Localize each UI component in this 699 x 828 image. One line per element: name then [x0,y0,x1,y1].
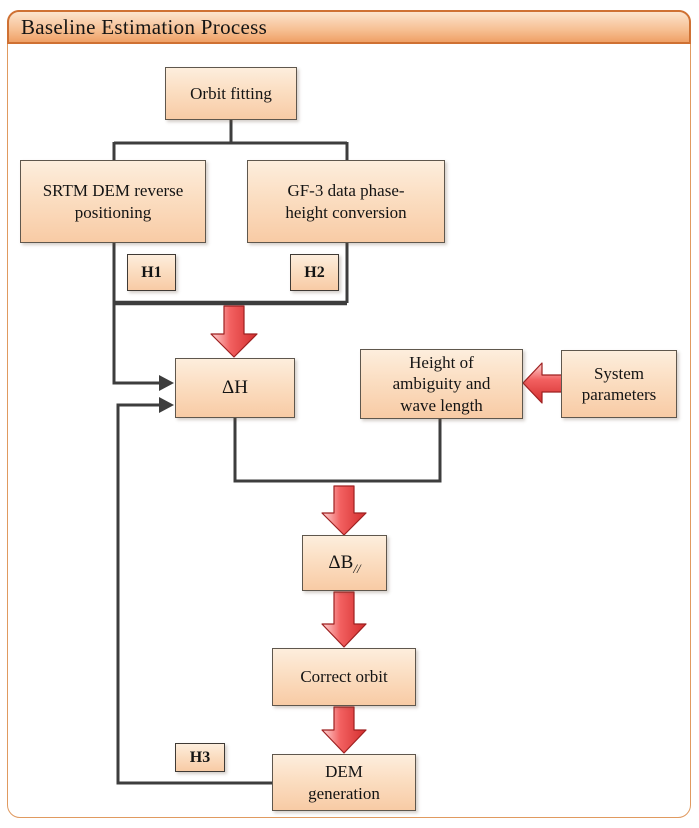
node-height-of-ambiguity: Height of ambiguity and wave length [360,349,523,419]
node-orbit-fitting-label: Orbit fitting [190,83,272,103]
node-h1-label: H1 [141,263,162,281]
node-delta-h: ΔH [175,358,295,418]
title-bar: Baseline Estimation Process [7,10,691,44]
node-orbit-fitting: Orbit fitting [165,67,297,120]
node-h3: H3 [175,743,225,772]
node-h3-label: H3 [189,748,211,766]
node-dem-generation: DEM generation [272,754,416,811]
node-h2: H2 [290,254,339,291]
connector-feedback-dem-to-delta-h [116,403,272,785]
node-srtm-dem-reverse-positioning: SRTM DEM reverse positioning [20,160,206,243]
node-system-parameters-label: System parameters [581,363,657,404]
block-arrow-left-system-params-icon [522,362,564,404]
node-dem-generation-label: DEM generation [308,762,380,803]
node-correct-orbit: Correct orbit [272,648,416,706]
delta-b-subscript: // [353,560,361,576]
node-h1: H1 [127,254,176,291]
figure-title: Baseline Estimation Process [21,14,268,39]
node-delta-h-label: ΔH [222,377,248,399]
node-h2-label: H2 [304,263,325,281]
block-arrow-down-to-delta-b-icon [321,485,367,536]
node-gf3-label: GF-3 data phase- height conversion [285,181,407,222]
block-arrow-down-to-dem-icon [321,706,367,754]
node-height-of-ambiguity-label: Height of ambiguity and wave length [392,353,491,415]
node-delta-b-parallel: ΔB// [302,535,387,591]
connector-merge-delta-h-and-ambiguity [233,415,442,483]
block-arrow-down-to-correct-orbit-icon [321,591,367,648]
node-delta-b-label: ΔB// [328,552,361,576]
node-system-parameters: System parameters [561,350,677,418]
node-gf3-phase-height-conversion: GF-3 data phase- height conversion [247,160,445,243]
arrowhead-into-delta-h-lower-icon [159,397,174,413]
node-correct-orbit-label: Correct orbit [300,667,388,687]
node-srtm-label: SRTM DEM reverse positioning [42,181,184,222]
arrowhead-into-delta-h-upper-icon [159,375,174,391]
block-arrow-down-to-delta-h-icon [210,305,258,358]
